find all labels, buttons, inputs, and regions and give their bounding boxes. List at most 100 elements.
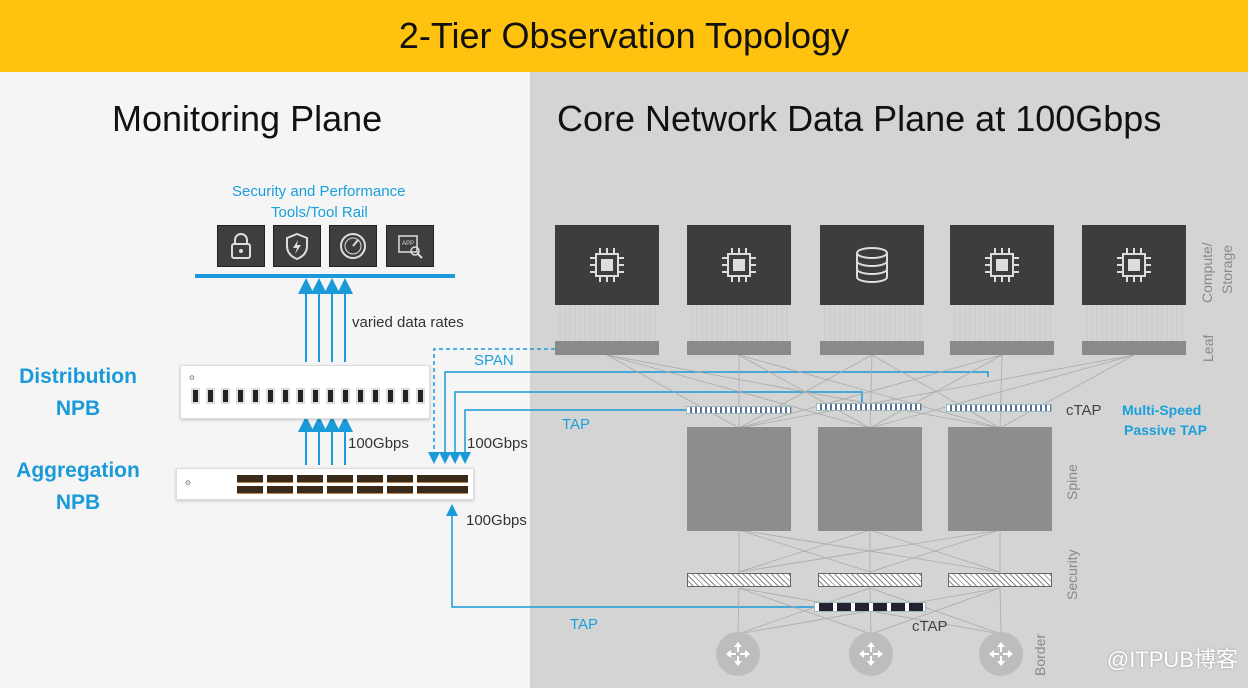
cpu-chip-icon — [722, 248, 756, 282]
leaf-switch[interactable] — [687, 341, 791, 355]
port — [221, 388, 230, 404]
ctap-device[interactable] — [816, 403, 922, 411]
cpu-chip-icon — [1117, 248, 1151, 282]
qsfp-port — [297, 475, 323, 483]
security-appliance[interactable] — [818, 573, 922, 587]
lock-icon[interactable] — [217, 225, 265, 267]
port — [356, 388, 365, 404]
qsfp-port — [267, 475, 293, 483]
security-appliance[interactable] — [687, 573, 791, 587]
gauge-icon[interactable] — [329, 225, 377, 267]
monitoring-plane-title: Monitoring Plane — [112, 98, 383, 139]
aggregation-npb-line2: NPB — [55, 491, 101, 514]
cpu-chip-icon — [590, 248, 624, 282]
rate-below-agg-label: 100Gbps — [466, 512, 527, 529]
watermark: @ITPUB博客 — [1106, 647, 1238, 672]
tool-rail-label-line1: Security and Performance — [232, 183, 406, 200]
qsfp-port — [237, 486, 263, 494]
port — [326, 388, 335, 404]
tap-label-upper: TAP — [562, 416, 591, 433]
router-icon — [859, 642, 883, 666]
ctap-device[interactable] — [946, 404, 1052, 412]
port — [281, 388, 290, 404]
port — [191, 388, 200, 404]
security-appliance[interactable] — [948, 573, 1052, 587]
leaf-switch[interactable] — [1082, 341, 1186, 355]
port — [266, 388, 275, 404]
port — [401, 388, 410, 404]
brand-logo: ⊙ — [185, 480, 191, 487]
ctap-device-border[interactable] — [814, 602, 926, 612]
compute-node-1[interactable] — [555, 225, 659, 305]
compute-node-2[interactable] — [687, 225, 791, 305]
leaf-switch[interactable] — [950, 341, 1054, 355]
tap-label-lower: TAP — [570, 616, 599, 633]
spine-switch[interactable] — [687, 427, 791, 531]
span-label: SPAN — [474, 352, 514, 369]
ctap-label-upper: cTAP — [1066, 402, 1102, 419]
border-router[interactable] — [979, 632, 1023, 676]
distribution-npb-line1: Distribution — [19, 365, 137, 388]
storage-node[interactable] — [820, 225, 924, 305]
qsfp-port — [327, 486, 353, 494]
tool-rail-label-line2: Tools/Tool Rail — [271, 204, 368, 221]
port — [386, 388, 395, 404]
layer-label-border: Border — [1032, 633, 1048, 676]
port — [341, 388, 350, 404]
port — [371, 388, 380, 404]
qsfp-port — [357, 475, 383, 483]
port — [311, 388, 320, 404]
qsfp-port — [267, 486, 293, 494]
aggregation-npb-label: Aggregation NPB — [8, 455, 148, 519]
leaf-switch[interactable] — [555, 341, 659, 355]
multi-speed-label-line2: Passive TAP — [1124, 422, 1208, 438]
port — [236, 388, 245, 404]
layer-label-storage: Storage — [1219, 244, 1235, 294]
qsfp-port — [442, 475, 468, 483]
title-banner: 2-Tier Observation Topology — [0, 0, 1248, 72]
qsfp-port — [237, 475, 263, 483]
router-icon — [726, 642, 750, 666]
border-router[interactable] — [849, 632, 893, 676]
port — [416, 388, 425, 404]
layer-label-leaf: Leaf — [1200, 334, 1216, 362]
leaf-switch[interactable] — [820, 341, 924, 355]
brand-logo: ⊙ — [189, 375, 195, 382]
compute-node-4[interactable] — [1082, 225, 1186, 305]
distribution-npb-label: Distribution NPB — [10, 361, 146, 425]
svg-text:APP: APP — [402, 241, 414, 247]
layer-label-compute: Compute/ — [1199, 242, 1215, 303]
qsfp-port — [442, 486, 468, 494]
layer-label-security: Security — [1064, 549, 1080, 600]
qsfp-port — [417, 486, 443, 494]
page-title: 2-Tier Observation Topology — [398, 15, 850, 56]
layer-label-spine: Spine — [1064, 464, 1080, 500]
spine-switch[interactable] — [818, 427, 922, 531]
port — [296, 388, 305, 404]
qsfp-port — [357, 486, 383, 494]
spine-switch[interactable] — [948, 427, 1052, 531]
border-router[interactable] — [716, 632, 760, 676]
varied-data-rates-label: varied data rates — [352, 314, 464, 331]
aggregation-npb-device[interactable]: ⊙ — [176, 468, 474, 500]
qsfp-port — [387, 486, 413, 494]
qsfp-port — [417, 475, 443, 483]
port — [206, 388, 215, 404]
aggregation-npb-line1: Aggregation — [16, 459, 140, 482]
router-icon — [989, 642, 1013, 666]
core-network-title: Core Network Data Plane at 100Gbps — [557, 98, 1162, 139]
distribution-npb-line2: NPB — [55, 397, 101, 420]
compute-node-3[interactable] — [950, 225, 1054, 305]
app-search-icon[interactable]: APP — [386, 225, 434, 267]
distribution-npb-device[interactable]: ⊙ — [180, 365, 430, 419]
qsfp-port — [297, 486, 323, 494]
qsfp-port — [327, 475, 353, 483]
shield-icon[interactable] — [273, 225, 321, 267]
rate-into-agg-label: 100Gbps — [467, 435, 528, 452]
cpu-chip-icon — [985, 248, 1019, 282]
port — [251, 388, 260, 404]
multi-speed-label-line1: Multi-Speed — [1122, 402, 1202, 418]
rate-dist-to-agg-label: 100Gbps — [348, 435, 409, 452]
ctap-device[interactable] — [686, 406, 792, 414]
